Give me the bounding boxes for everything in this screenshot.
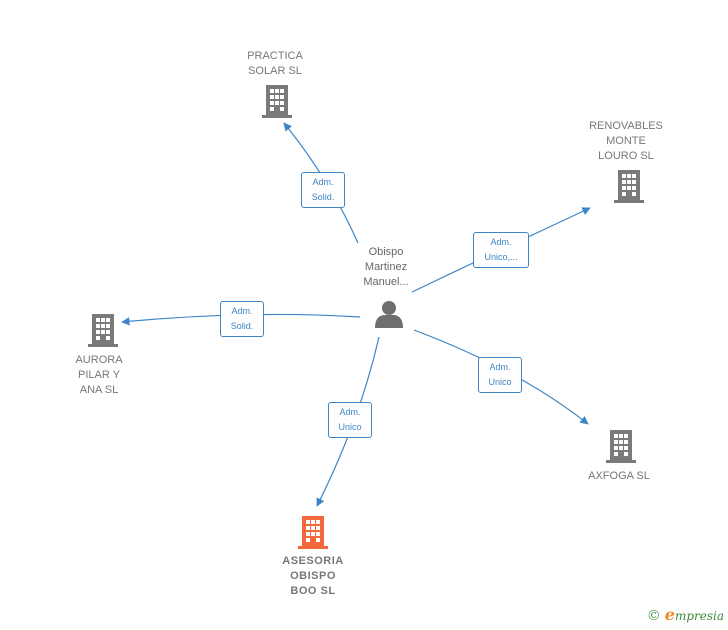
company-label-asesoria[interactable]: ASESORIA OBISPO BOO SL <box>282 555 344 597</box>
copyright-icon: © <box>646 608 661 624</box>
role-label-asesoria[interactable]: Adm. Unico <box>328 402 372 438</box>
role-label-renovables[interactable]: Adm. Unico,... <box>473 232 529 268</box>
person-icon[interactable] <box>375 301 403 328</box>
building-icon[interactable] <box>606 430 636 463</box>
company-label-aurora[interactable]: AURORA PILAR Y ANA SL <box>75 354 123 396</box>
building-icon-highlighted[interactable] <box>298 516 328 549</box>
building-icon[interactable] <box>614 170 644 203</box>
role-label-axfoga[interactable]: Adm. Unico <box>478 357 522 393</box>
role-label-practica[interactable]: Adm. Solid. <box>301 172 345 208</box>
person-name[interactable]: Obispo Martinez Manuel... <box>363 246 409 288</box>
brand-logo-initial: e <box>664 605 675 624</box>
company-label-renovables[interactable]: RENOVABLES MONTE LOURO SL <box>589 120 663 162</box>
building-icon[interactable] <box>262 85 292 118</box>
role-label-aurora[interactable]: Adm. Solid. <box>220 301 264 337</box>
company-label-axfoga[interactable]: AXFOGA SL <box>588 470 650 482</box>
brand-name: mpresia <box>674 609 724 623</box>
building-icon[interactable] <box>88 314 118 347</box>
company-label-practica[interactable]: PRACTICA SOLAR SL <box>247 50 303 77</box>
brand-watermark: ©empresia <box>647 605 724 624</box>
